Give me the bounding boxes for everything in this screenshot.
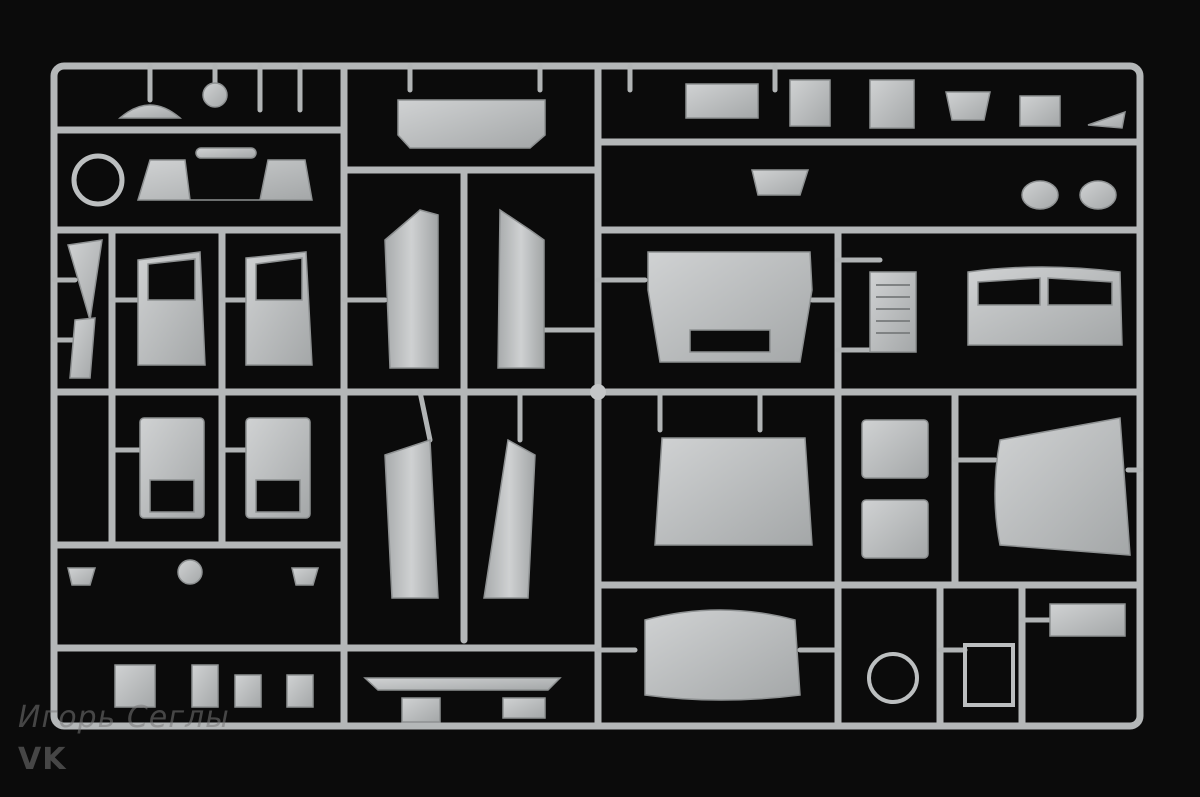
sprue-frame [50, 62, 1144, 730]
side-panel-left [384, 209, 439, 369]
mirror-part [1087, 110, 1126, 129]
windshield-right [1047, 277, 1113, 306]
box-top-2 [789, 79, 831, 127]
small-box-4 [286, 674, 314, 708]
bracket-part [117, 104, 183, 119]
side-panel-right [497, 208, 545, 369]
sprue-gates [51, 63, 1143, 653]
seat-cushion [644, 609, 801, 701]
cab-front [967, 266, 1123, 346]
watermark-site: VK [18, 742, 67, 777]
inner-door-left-window [149, 479, 195, 513]
wedge-part [751, 169, 810, 196]
cup-part [945, 91, 991, 121]
door-window-right [255, 257, 303, 301]
small-box-2 [191, 664, 219, 708]
plate-part [1049, 603, 1126, 637]
small-box-6 [502, 697, 546, 719]
lamp-housing [67, 567, 97, 586]
triangle-part-2 [69, 317, 96, 379]
step-bar [363, 677, 562, 691]
steering-wheel [71, 153, 125, 207]
door-window-left [147, 258, 196, 301]
cab-roof [994, 417, 1131, 556]
cylinder-2 [1079, 180, 1117, 210]
seat-frame [136, 159, 313, 201]
panel-upper [861, 419, 929, 479]
cab-rear-wall [647, 251, 813, 363]
cab-floor [654, 437, 813, 546]
panel-lower [861, 499, 929, 559]
rear-window [689, 329, 771, 353]
watermark-author: Игорь Сеглы [18, 700, 230, 735]
inner-door-right-window [255, 479, 301, 513]
box-top-1 [685, 83, 759, 119]
floor-rail-left [384, 438, 439, 599]
sprue-tag [590, 384, 606, 400]
sprue-parts [67, 79, 1131, 723]
small-box-5 [401, 697, 441, 723]
lamp-housing-2 [291, 567, 320, 586]
small-box-3 [234, 674, 262, 708]
frame-part [963, 643, 1015, 707]
cylinder-1 [1021, 180, 1059, 210]
round-part [867, 652, 919, 704]
lamp-part [202, 82, 228, 108]
windshield-left [977, 277, 1041, 306]
small-box [114, 664, 156, 708]
dashboard [397, 99, 546, 149]
box-top-4 [1019, 95, 1061, 127]
floor-rail-right [483, 438, 536, 599]
tube-part [195, 147, 257, 159]
triangle-part [67, 239, 103, 321]
box-top-3 [869, 79, 915, 129]
round-lamp [177, 559, 203, 585]
